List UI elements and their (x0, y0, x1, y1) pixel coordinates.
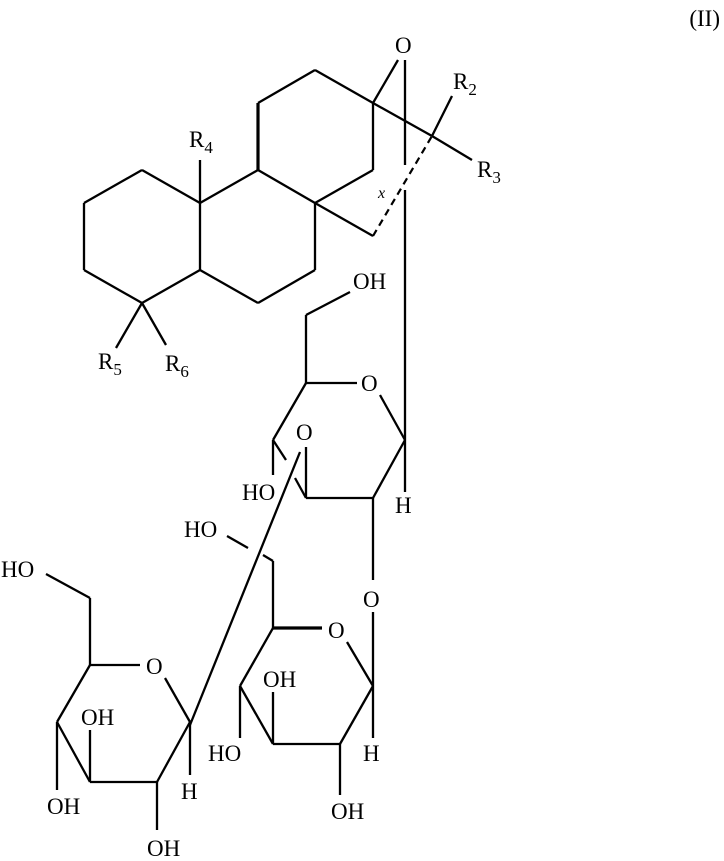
sugar-1-ring (271, 290, 407, 580)
r6-label: R6 (165, 351, 189, 381)
sugar-3-ring (45, 572, 192, 830)
sugar3-ch2oh-label: HO (1, 557, 35, 582)
r4-label: R4 (189, 127, 213, 157)
bridge-oxygen-label: O (394, 33, 413, 58)
sugar2-oh-top-label: OH (262, 667, 298, 692)
sugar1-glycosidic-oxygen-label: O (296, 420, 313, 445)
sugar3-oh-bottom-label: OH (146, 836, 182, 861)
sugar1-ring-oxygen-label: O (360, 371, 379, 396)
r2-label: R2 (453, 69, 477, 99)
sugar2-oh-bottom-label: OH (330, 799, 366, 824)
sugar3-ring-oxygen-label: O (145, 654, 164, 679)
sugar2-ho-left-label: HO (207, 741, 243, 766)
x-marker-label: x (378, 185, 386, 202)
substituents-ab (115, 160, 202, 349)
sugar-2-ring (226, 535, 375, 795)
sugar2-h-label: H (362, 741, 381, 766)
r5-label: R5 (98, 349, 122, 379)
sugar3-oh-left-label: OH (46, 794, 82, 819)
sugar2-ch2oh-label: HO (184, 517, 218, 542)
ring-a (82, 169, 202, 304)
ring-b (199, 169, 317, 304)
ring-d-bridge (314, 59, 473, 237)
sugar3-h-label: H (180, 779, 199, 804)
sugar1-ho-label: HO (242, 480, 276, 505)
ring-c (256, 69, 375, 204)
sugar2-ring-oxygen-label: O (327, 618, 346, 643)
formula-number: (II) (689, 6, 720, 31)
link-sugar1-to-sugar3 (188, 451, 302, 726)
sugar1-ch2oh-label: OH (352, 269, 388, 294)
sugar3-oh-top-label: OH (81, 705, 115, 730)
r3-label: R3 (477, 157, 501, 187)
sugar1-h-label: H (395, 493, 412, 518)
sugar2-link-oxygen-label: O (362, 587, 381, 612)
